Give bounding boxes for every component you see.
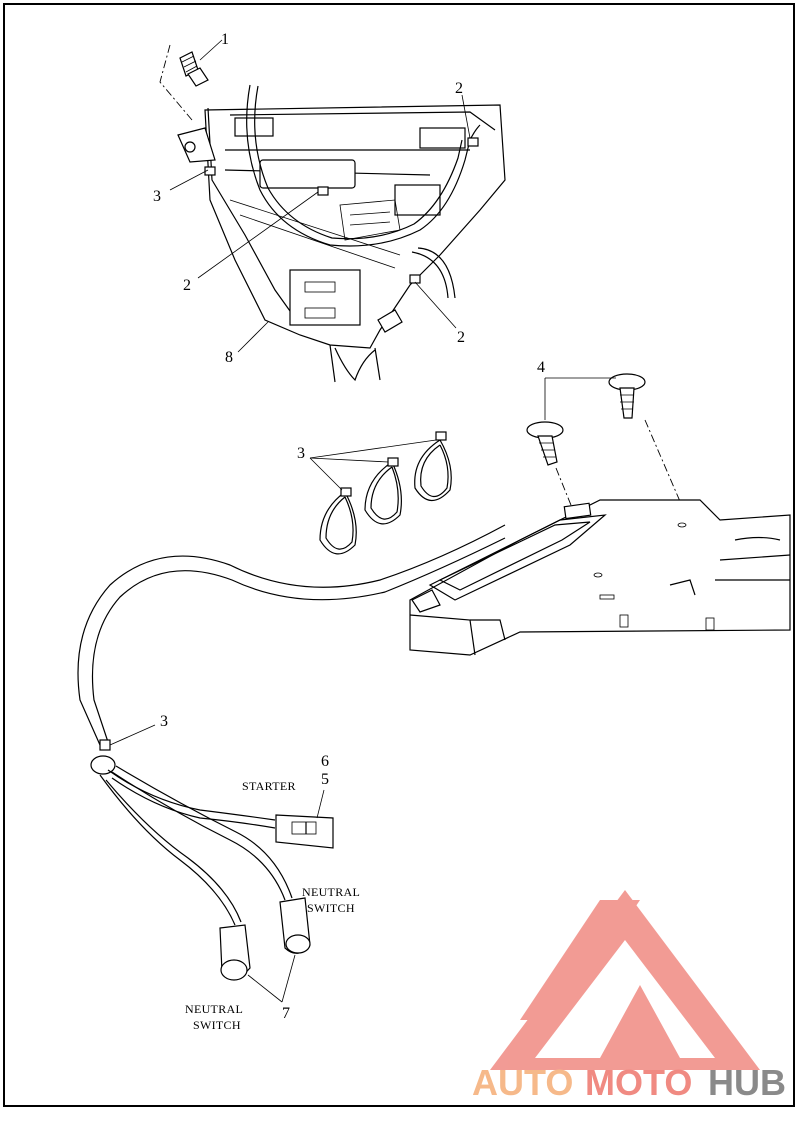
label-neutral-left-line1: NEUTRAL — [185, 1002, 243, 1016]
label-neutral-right-line2: SWITCH — [307, 901, 355, 915]
label-neutral-left-line2: SWITCH — [193, 1018, 241, 1032]
screw-item-1 — [179, 51, 209, 87]
upper-assembly — [159, 44, 506, 383]
callout-7: 7 — [282, 1005, 290, 1022]
upper-leaders — [169, 39, 471, 353]
callout-2-right: 2 — [457, 329, 465, 346]
diagram-border — [3, 3, 795, 1107]
callout-3-upper: 3 — [153, 188, 161, 205]
callout-6: 6 — [321, 753, 329, 770]
watermark-hub: HUB — [708, 1062, 786, 1103]
label-starter: STARTER — [242, 779, 296, 793]
watermark-wordmark: AUTO MOTO HUB — [472, 1062, 786, 1103]
callout-3-lower: 3 — [160, 713, 168, 730]
callout-4: 4 — [537, 359, 545, 376]
label-neutral-right-line1: NEUTRAL — [302, 885, 360, 899]
lower-harness — [77, 524, 506, 1003]
callout-2-top: 2 — [455, 80, 463, 97]
callout-2-left: 2 — [183, 277, 191, 294]
frame-plate — [409, 499, 791, 656]
watermark-logo — [490, 890, 760, 1070]
callout-3-ties: 3 — [297, 445, 305, 462]
callout-5: 5 — [321, 771, 329, 788]
callout-8: 8 — [225, 349, 233, 366]
cable-ties-item-3 — [309, 431, 452, 555]
push-pins-item-4 — [526, 373, 689, 573]
watermark-moto: MOTO — [585, 1062, 692, 1103]
callout-1: 1 — [221, 31, 229, 48]
watermark-auto: AUTO — [472, 1062, 573, 1103]
